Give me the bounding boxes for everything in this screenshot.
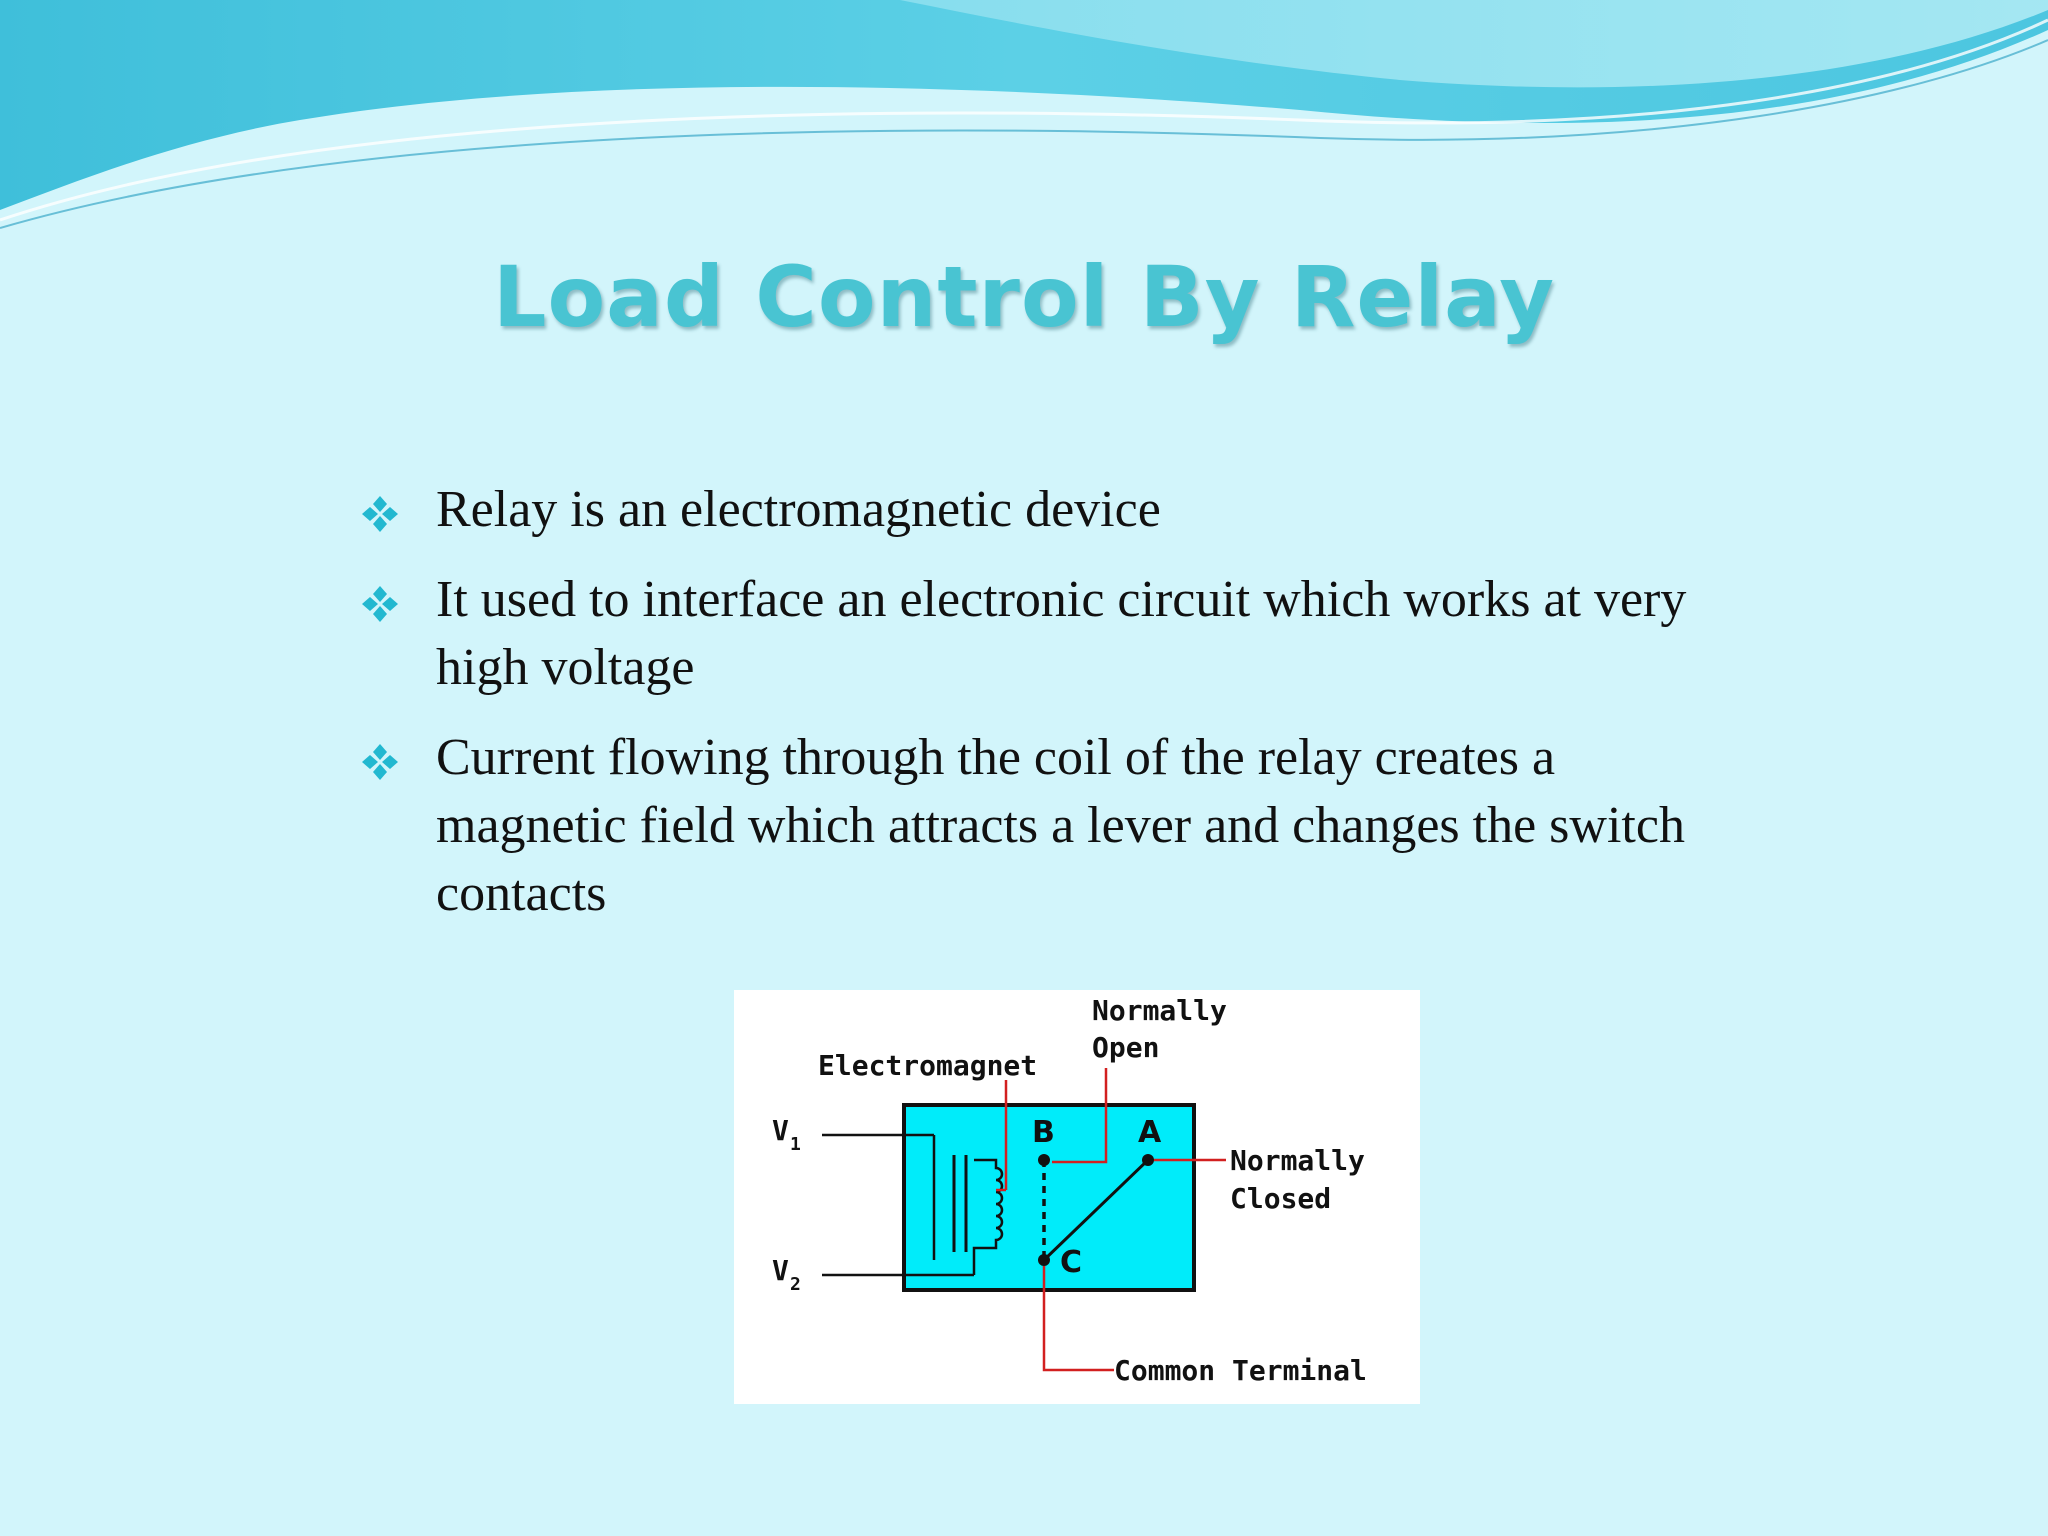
header-wave-decoration xyxy=(0,0,2048,229)
bullet-list: Relay is an electromagnetic device It us… xyxy=(356,476,1756,928)
label-normally-closed-line2: Closed xyxy=(1230,1182,1331,1215)
four-diamond-bullet-icon xyxy=(362,744,398,780)
bullet-item: Relay is an electromagnetic device xyxy=(356,476,1756,544)
label-normally-open-line1: Normally xyxy=(1092,994,1227,1027)
label-v1-subscript: 1 xyxy=(790,1134,801,1155)
label-common-terminal: Common Terminal xyxy=(1114,1354,1367,1387)
label-v2: V xyxy=(772,1254,789,1287)
label-normally-open-line2: Open xyxy=(1092,1031,1159,1064)
switch-lever xyxy=(1042,1158,1150,1262)
label-electromagnet: Electromagnet xyxy=(818,1049,1037,1082)
label-node-c: C xyxy=(1060,1245,1082,1280)
bullet-text: It used to interface an electronic circu… xyxy=(436,571,1687,696)
label-v1: V xyxy=(772,1114,789,1147)
contact-a xyxy=(1142,1154,1154,1166)
four-diamond-bullet-icon xyxy=(362,586,398,622)
label-v2-subscript: 2 xyxy=(790,1274,801,1295)
bullet-item: Current flowing through the coil of the … xyxy=(356,724,1756,928)
contact-c xyxy=(1038,1254,1050,1266)
relay-diagram-svg: Normally Open Electromagnet Normally Clo… xyxy=(772,994,1367,1387)
label-node-a: A xyxy=(1138,1115,1162,1150)
four-diamond-bullet-icon xyxy=(362,496,398,532)
contact-b xyxy=(1038,1154,1050,1166)
label-node-b: B xyxy=(1032,1115,1055,1150)
bullet-text: Relay is an electromagnetic device xyxy=(436,481,1161,538)
coil xyxy=(972,1158,1004,1275)
leader-common-terminal xyxy=(1042,1266,1114,1372)
label-normally-closed-line1: Normally xyxy=(1230,1144,1365,1177)
leader-normally-open xyxy=(1052,1068,1108,1164)
slide-title: Load Control By Relay xyxy=(492,248,1556,346)
bullet-text: Current flowing through the coil of the … xyxy=(436,729,1685,922)
bullet-item: It used to interface an electronic circu… xyxy=(356,566,1756,702)
relay-diagram: Normally Open Electromagnet Normally Clo… xyxy=(734,990,1420,1404)
